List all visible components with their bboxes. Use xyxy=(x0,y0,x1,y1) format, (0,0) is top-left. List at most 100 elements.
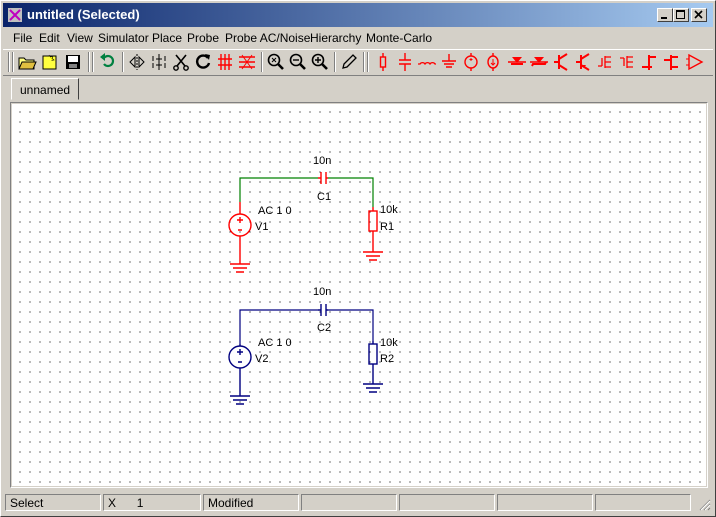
menu-hierarchy[interactable]: Hierarchy xyxy=(310,31,362,45)
status-panel-empty xyxy=(301,494,397,511)
menu-edit[interactable]: Edit xyxy=(39,31,60,45)
place-ground-button[interactable] xyxy=(439,52,459,72)
place-pmos-button[interactable] xyxy=(617,52,637,72)
place-zener-button[interactable] xyxy=(529,52,549,72)
rotate-button[interactable] xyxy=(193,52,213,72)
ground-icon xyxy=(442,54,456,68)
menu-probe-ac-noise[interactable]: Probe AC/Noise xyxy=(225,31,311,45)
toolbar-separator xyxy=(122,52,124,72)
cut-button[interactable] xyxy=(171,52,191,72)
source-value-label: AC 1 0 xyxy=(258,337,292,349)
voltage-source-icon xyxy=(464,53,478,71)
source-name-label: V2 xyxy=(255,353,268,365)
tab-unnamed[interactable]: unnamed xyxy=(11,78,79,100)
toolbar-separator xyxy=(363,52,365,72)
bus-button[interactable] xyxy=(237,52,257,72)
menu-probe[interactable]: Probe xyxy=(187,31,220,45)
place-pnp-button[interactable] xyxy=(573,52,593,72)
resistor-name-label: R2 xyxy=(380,353,394,365)
status-coordinates: X 1 xyxy=(103,494,201,511)
wire[interactable] xyxy=(239,177,374,207)
voltage-source-v2[interactable] xyxy=(228,344,252,396)
pencil-button[interactable] xyxy=(339,52,359,72)
title-bar[interactable]: untitled (Selected) xyxy=(3,3,713,27)
resistor-r2[interactable] xyxy=(368,341,378,384)
place-current-source-button[interactable] xyxy=(483,52,503,72)
voltage-source-v1[interactable] xyxy=(228,202,252,264)
source-name-label: V1 xyxy=(255,221,268,233)
place-opamp-button[interactable] xyxy=(685,52,705,72)
ground-symbol xyxy=(363,383,383,393)
minimize-button[interactable] xyxy=(657,8,673,22)
status-panel-empty xyxy=(399,494,495,511)
place-voltage-source-button[interactable] xyxy=(461,52,481,72)
resistor-icon xyxy=(379,53,387,71)
toolbar xyxy=(3,49,713,76)
place-nmos-button[interactable] xyxy=(595,52,615,72)
new-file-icon xyxy=(42,54,57,70)
ground-symbol xyxy=(363,251,383,261)
menu-file[interactable]: File xyxy=(13,31,33,45)
pencil-icon xyxy=(342,54,357,69)
zoom-out-button[interactable] xyxy=(288,52,308,72)
wire[interactable] xyxy=(239,309,374,344)
resistor-r1[interactable] xyxy=(368,207,378,252)
save-button[interactable] xyxy=(63,52,83,72)
capacitor-c2[interactable] xyxy=(318,304,328,316)
open-button[interactable] xyxy=(17,52,37,72)
schematic-canvas[interactable]: 10n C1 AC 1 0 V1 xyxy=(12,104,706,486)
circuit-1: 10n C1 AC 1 0 V1 xyxy=(228,155,398,273)
flip-horizontal-icon xyxy=(129,54,145,70)
save-icon xyxy=(66,55,80,69)
place-njfet-button[interactable] xyxy=(639,52,659,72)
ground-symbol xyxy=(230,395,250,405)
menu-place[interactable]: Place xyxy=(152,31,183,45)
flip-horizontal-button[interactable] xyxy=(127,52,147,72)
place-inductor-button[interactable] xyxy=(417,52,437,72)
place-capacitor-button[interactable] xyxy=(395,52,415,72)
capacitor-c1[interactable] xyxy=(318,172,328,184)
menu-monte-carlo[interactable]: Monte-Carlo xyxy=(366,31,433,45)
rotate-icon xyxy=(196,54,211,69)
resistor-name-label: R1 xyxy=(380,221,394,233)
zoom-fit-button[interactable] xyxy=(266,52,286,72)
menu-view[interactable]: View xyxy=(67,31,93,45)
document-tabs: unnamed xyxy=(3,76,713,102)
maximize-button[interactable] xyxy=(673,8,689,22)
status-x-value: 1 xyxy=(136,496,144,510)
place-npn-button[interactable] xyxy=(551,52,571,72)
maximize-icon xyxy=(676,10,685,19)
capacitor-name-label: C1 xyxy=(317,191,331,203)
app-icon[interactable] xyxy=(7,7,23,23)
zoom-in-button[interactable] xyxy=(310,52,330,72)
toolbar-separator xyxy=(92,52,94,72)
status-x-label: X xyxy=(108,496,117,510)
place-pjfet-button[interactable] xyxy=(661,52,681,72)
flip-vertical-button[interactable] xyxy=(149,52,169,72)
undo-button[interactable] xyxy=(98,52,118,72)
wire-icon xyxy=(218,54,232,70)
new-button[interactable] xyxy=(40,52,60,72)
nmos-icon xyxy=(598,56,611,68)
status-panel-empty xyxy=(595,494,691,511)
resistor-value-label: 10k xyxy=(380,337,398,349)
capacitor-name-label: C2 xyxy=(317,322,331,334)
menu-simulator[interactable]: Simulator xyxy=(98,31,149,45)
toolbar-separator xyxy=(334,52,336,72)
njfet-icon xyxy=(642,55,656,70)
opamp-icon xyxy=(686,53,704,71)
close-icon xyxy=(694,10,703,19)
toolbar-grip xyxy=(8,52,10,72)
resize-grip-icon[interactable] xyxy=(699,499,711,511)
status-mode: Select xyxy=(5,494,101,511)
zoom-out-icon xyxy=(289,53,306,70)
cut-icon xyxy=(173,54,189,71)
close-button[interactable] xyxy=(691,8,707,22)
capacitor-icon xyxy=(399,53,411,71)
toolbar-grip xyxy=(12,52,14,72)
place-diode-button[interactable] xyxy=(507,52,527,72)
place-resistor-button[interactable] xyxy=(373,52,393,72)
window-title: untitled (Selected) xyxy=(27,7,140,22)
wire-button[interactable] xyxy=(215,52,235,72)
